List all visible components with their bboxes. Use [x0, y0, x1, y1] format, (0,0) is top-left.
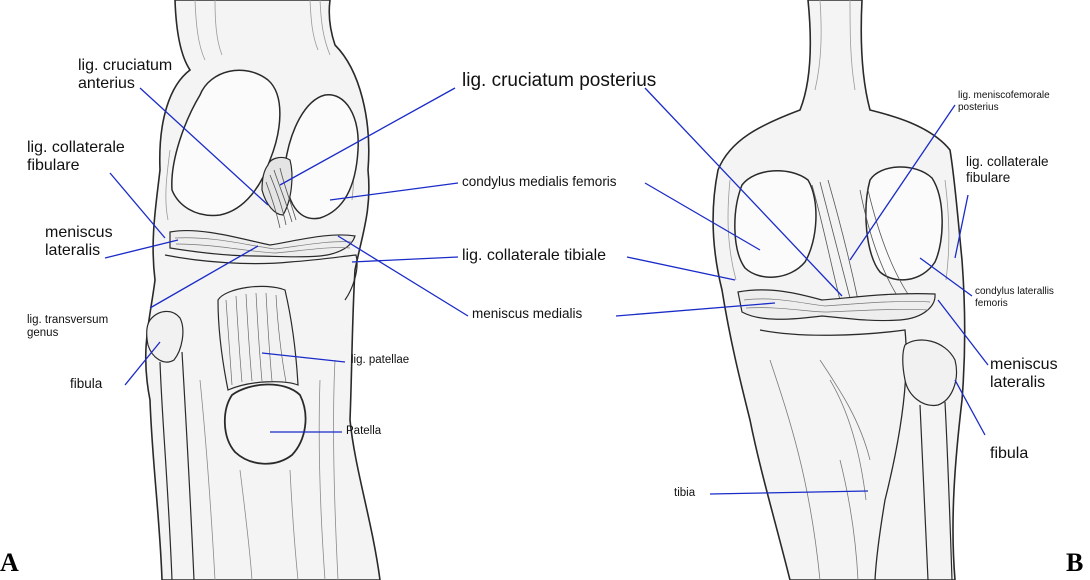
label-collaterale-tibiale: lig. collaterale tibiale	[462, 247, 606, 265]
label-line: femoris	[975, 298, 1054, 310]
label-line: posterius	[958, 102, 1050, 114]
leader-collaterale-tibiale-a	[352, 257, 458, 262]
label-line: meniscus	[45, 224, 113, 242]
label-tibia: tibia	[674, 487, 695, 500]
label-patella: Patella	[346, 425, 381, 438]
label-meniscus-medialis: meniscus medialis	[472, 306, 582, 322]
label-cruciatum-posterius: lig. cruciatum posterius	[462, 70, 656, 92]
panel-letter-a: A	[0, 548, 19, 578]
label-line: lig. meniscofemorale	[958, 90, 1050, 102]
label-line: lateralis	[45, 242, 113, 260]
label-line: genus	[27, 327, 108, 340]
panel-letter-b: B	[1066, 548, 1083, 578]
patellar-ligament-a	[218, 286, 298, 390]
label-line: anterius	[78, 75, 172, 93]
label-meniscus-lateralis-a: meniscus lateralis	[45, 224, 113, 261]
label-line: meniscus	[990, 356, 1058, 374]
label-fibula-b: fibula	[990, 445, 1028, 463]
label-line: condylus laterallis	[975, 286, 1054, 298]
label-line: fibulare	[966, 170, 1049, 186]
label-condylus-lateralis-b: condylus laterallis femoris	[975, 286, 1054, 309]
label-transversum-genus: lig. transversum genus	[27, 314, 108, 340]
label-line: fibulare	[27, 157, 125, 175]
fibula-head-a	[147, 311, 183, 362]
label-line: lateralis	[990, 374, 1058, 392]
condylus-medialis-b	[735, 171, 816, 277]
label-line: lig. collaterale	[27, 139, 125, 157]
label-fibula-a: fibula	[70, 376, 102, 392]
label-collaterale-fibulare-a: lig. collaterale fibulare	[27, 139, 125, 176]
label-meniscus-lateralis-b: meniscus lateralis	[990, 356, 1058, 393]
label-line: lig. collaterale	[966, 154, 1049, 170]
label-line: lig. transversum	[27, 314, 108, 327]
leader-meniscus-medialis-a	[338, 236, 468, 316]
label-collaterale-fibulare-b: lig. collaterale fibulare	[966, 154, 1049, 185]
label-cruciatum-anterius: lig. cruciatum anterius	[78, 57, 172, 94]
label-line: lig. cruciatum	[78, 57, 172, 75]
label-condylus-medialis: condylus medialis femoris	[462, 174, 617, 190]
patella-a	[225, 384, 306, 463]
label-lig-patellae: lig. patellae	[351, 354, 409, 367]
label-meniscofemorale-posterius: lig. meniscofemorale posterius	[958, 90, 1050, 113]
